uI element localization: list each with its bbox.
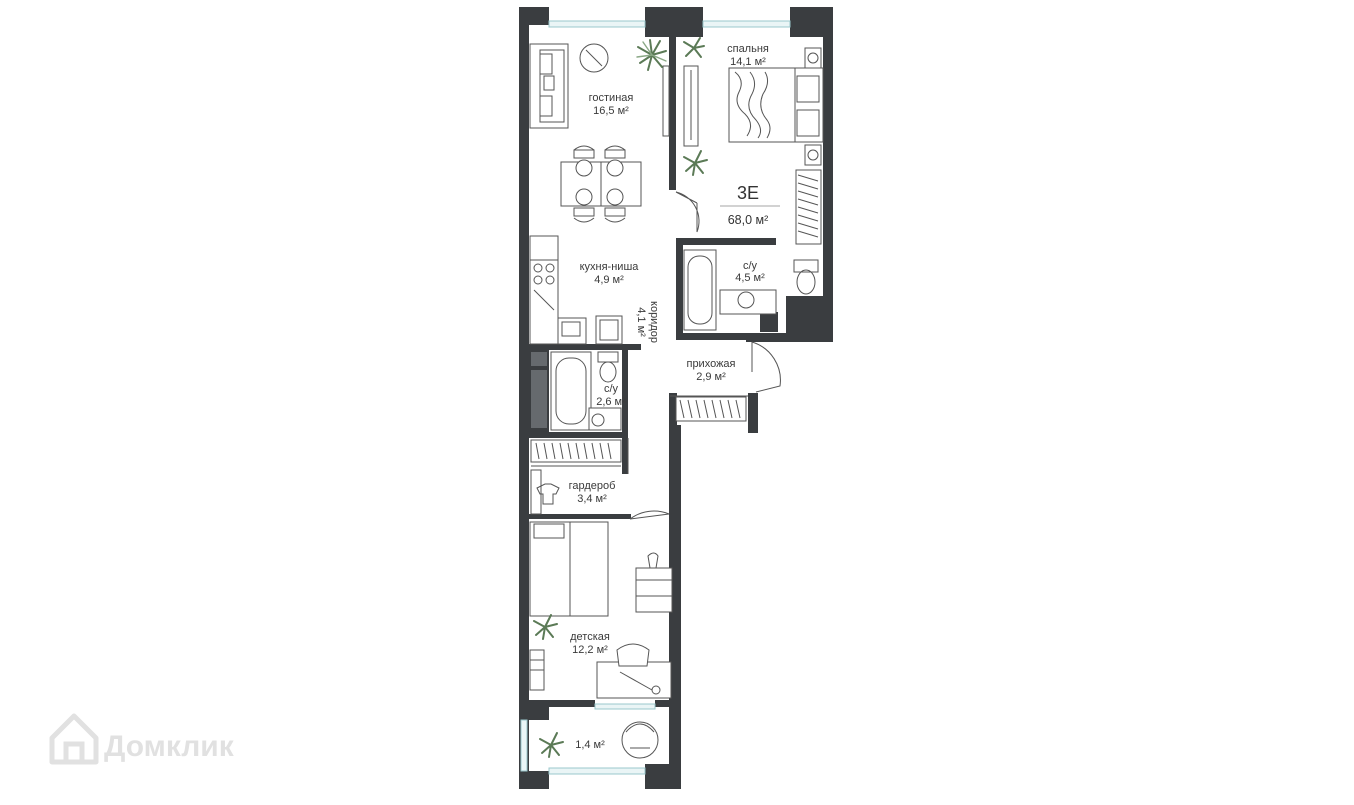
kids-furniture: [529, 521, 673, 699]
storage-units: [530, 396, 747, 515]
bedroom-furniture: [683, 47, 824, 245]
master-bath-fixtures: [683, 249, 819, 331]
room-area-bath-small: 2,6 м²: [596, 396, 626, 408]
balcony-furniture: [621, 721, 659, 759]
room-area-corridor: 4,1 м²: [635, 307, 647, 337]
room-area-bedroom: 14,1 м²: [730, 56, 766, 68]
room-name-bath-small: с/у: [604, 383, 619, 395]
plant-icon: [539, 732, 564, 758]
room-name-bath-master: с/у: [743, 260, 758, 272]
room-name-corridor: коридор: [648, 301, 660, 343]
room-area-living: 16,5 м²: [593, 105, 629, 117]
doors: [627, 191, 781, 520]
room-name-hall: прихожая: [686, 358, 735, 370]
windows: [520, 20, 791, 775]
plant-icon: [533, 614, 558, 640]
room-area-hall: 2,9 м²: [696, 371, 726, 383]
room-area-kitchen: 4,9 м²: [594, 274, 624, 286]
apartment-badge: 3Е 68,0 м²: [720, 176, 780, 230]
watermark: Домклик: [49, 713, 235, 765]
room-area-wardrobe: 3,4 м²: [577, 493, 607, 505]
room-name-bedroom: спальня: [727, 43, 769, 55]
room-name-wardrobe: гардероб: [569, 480, 616, 492]
room-name-kids: детская: [570, 631, 610, 643]
apartment-total-area: 68,0 м²: [728, 213, 769, 227]
living-furniture: [529, 43, 670, 223]
room-area-balcony: 1,4 м²: [575, 739, 605, 751]
plant-icon: [683, 150, 708, 176]
room-area-bath-master: 4,5 м²: [735, 272, 765, 284]
plant-icon: [636, 39, 667, 71]
watermark-brand: Домклик: [104, 730, 235, 763]
house-logo-icon: [49, 713, 99, 765]
small-bath-fixtures: [531, 351, 622, 431]
apartment-type-label: 3Е: [737, 183, 759, 203]
plant-icon: [683, 37, 705, 58]
kitchen-furniture: [529, 235, 623, 345]
room-area-kids: 12,2 м²: [572, 644, 608, 656]
room-name-living: гостиная: [589, 92, 634, 104]
room-name-kitchen: кухня-ниша: [580, 261, 640, 273]
room-labels: гостиная 16,5 м² спальня 14,1 м² кухня-н…: [569, 43, 769, 751]
